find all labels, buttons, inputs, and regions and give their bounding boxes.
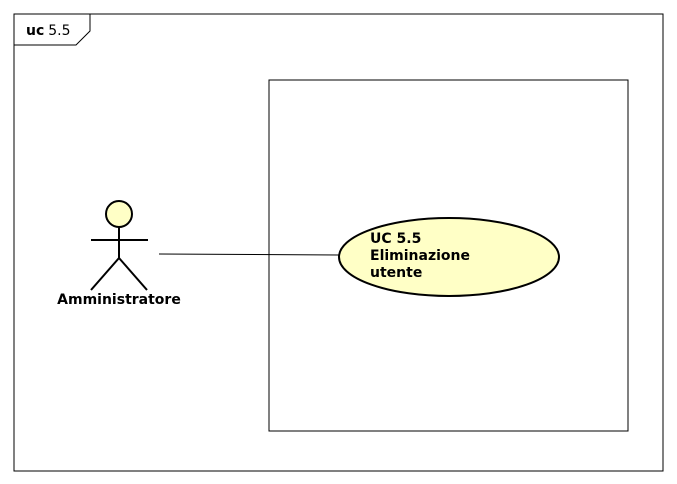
use-case-line-3: utente xyxy=(370,265,422,281)
actor-head xyxy=(105,200,133,228)
system-boundary[interactable] xyxy=(268,79,629,432)
actor-left-leg xyxy=(90,257,120,291)
actor-administrator[interactable]: Amministratore xyxy=(57,200,181,308)
use-case-uc-5-5[interactable]: UC 5.5 Eliminazione utente xyxy=(338,217,560,297)
actor-label: Amministratore xyxy=(57,292,181,308)
actor-right-leg xyxy=(118,257,148,291)
frame-name-tab xyxy=(13,13,91,46)
frame-kind: uc xyxy=(26,23,44,39)
use-case-line-1: UC 5.5 xyxy=(370,231,421,247)
use-case-ellipse xyxy=(338,217,560,297)
use-case-label: UC 5.5 Eliminazione utente xyxy=(370,231,475,281)
diagram-frame xyxy=(13,13,664,472)
frame-name: 5.5 xyxy=(48,23,70,39)
association-line[interactable] xyxy=(158,253,340,256)
use-case-line-2: Eliminazione xyxy=(370,248,470,264)
